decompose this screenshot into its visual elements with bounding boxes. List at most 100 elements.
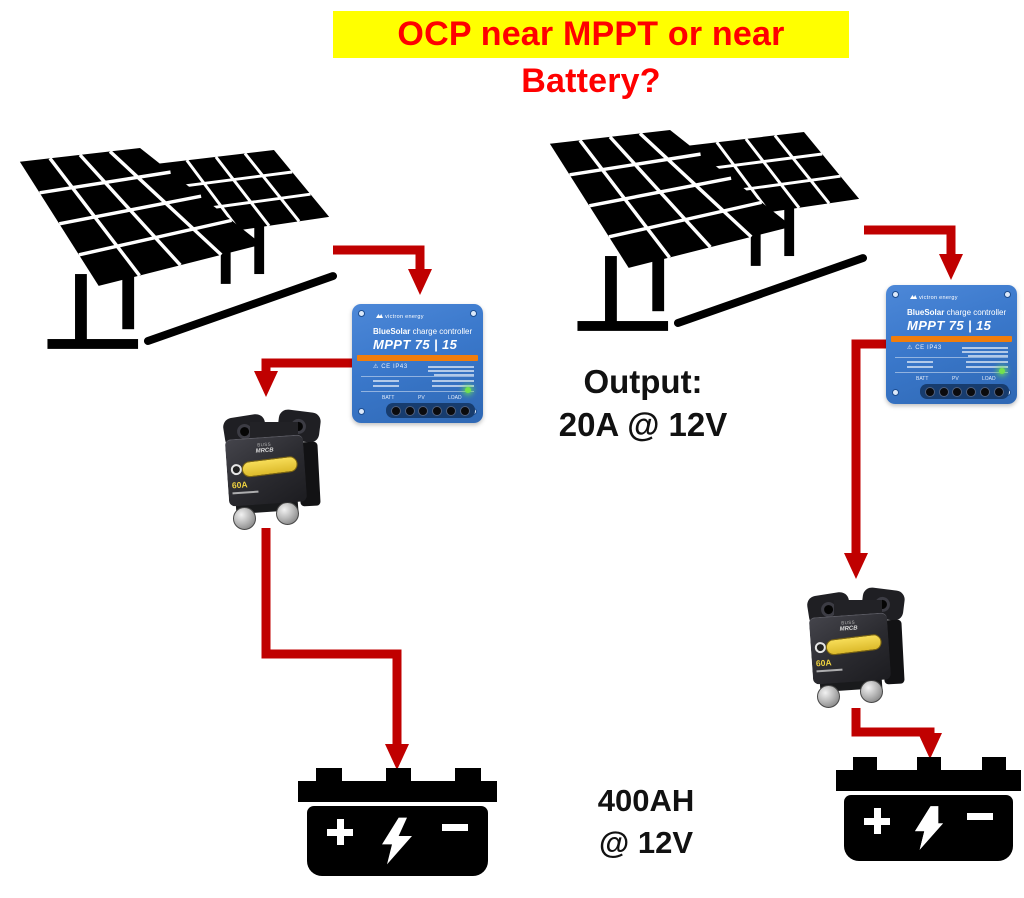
battery-terminal-icon xyxy=(385,768,412,781)
plus-terminal-icon xyxy=(864,808,891,834)
terminal-labels: BATT PV LOAD xyxy=(352,395,483,401)
spec-text-line xyxy=(428,370,474,372)
panel-front xyxy=(19,147,263,286)
battery-top-bar xyxy=(298,781,497,802)
battery-terminal-icon xyxy=(982,757,1007,770)
spec-text-line xyxy=(907,366,933,368)
battery-terminals xyxy=(298,768,497,781)
terminal-screw-icon xyxy=(952,386,963,397)
minus-terminal-icon xyxy=(966,813,993,820)
battery-terminal-icon xyxy=(852,757,877,770)
status-led xyxy=(999,368,1005,374)
battery-terminal-icon xyxy=(917,757,942,770)
battery-right xyxy=(836,757,1021,861)
lightning-bolt-icon xyxy=(382,817,413,865)
breaker-lever xyxy=(824,633,883,657)
breaker-rating: 60A xyxy=(815,657,832,669)
spec-text-line xyxy=(962,347,1008,349)
panel-front xyxy=(549,129,793,268)
battery-top-bar xyxy=(836,770,1021,791)
batt-label: BATT xyxy=(382,395,395,401)
screw-icon xyxy=(358,310,365,317)
spec-text-line xyxy=(373,380,399,382)
output-value: 20A @ 12V xyxy=(558,406,728,443)
solar-panel-icon xyxy=(19,147,337,349)
lightning-bolt-icon xyxy=(914,806,943,850)
certification-marks: ⚠ CE IP43 xyxy=(373,364,408,370)
screw-icon xyxy=(892,389,899,396)
terminal-screw-icon xyxy=(993,386,1004,397)
terminal-strip xyxy=(920,384,1009,399)
battery-capacity: 400AH xyxy=(597,783,695,818)
terminal-screw-icon xyxy=(432,405,443,416)
orange-stripe xyxy=(357,355,478,361)
terminal-stud-icon xyxy=(233,507,256,530)
circuit-breaker-right: BUSS MRCB 60A xyxy=(805,586,906,708)
terminal-screw-icon xyxy=(938,386,949,397)
breaker-face: BUSS MRCB 60A xyxy=(808,612,892,685)
divider xyxy=(895,372,1008,373)
victron-brand: victron energy xyxy=(376,314,424,320)
battery-annotation: 400AH @ 12V xyxy=(576,780,716,864)
plus-terminal-icon xyxy=(326,819,353,845)
terminal-screw-icon xyxy=(418,405,429,416)
wire-mppt-to-breaker-right xyxy=(844,339,886,579)
spec-text-line xyxy=(966,361,1008,363)
spec-text-line xyxy=(432,380,474,382)
certification-marks: ⚠ CE IP43 xyxy=(907,345,942,351)
load-label: LOAD xyxy=(982,376,996,382)
terminal-screw-icon xyxy=(979,386,990,397)
divider xyxy=(361,376,474,377)
circuit-breaker-left: BUSS MRCB 60A xyxy=(221,408,322,530)
terminal-screw-icon xyxy=(404,405,415,416)
batt-label: BATT xyxy=(916,376,929,382)
spec-text-line xyxy=(907,361,933,363)
output-label: Output: xyxy=(583,363,703,400)
solar-array-left xyxy=(19,147,337,349)
screw-icon xyxy=(358,408,365,415)
terminal-screw-icon xyxy=(390,405,401,416)
spec-text-line xyxy=(962,351,1008,353)
spec-text-line xyxy=(428,366,474,368)
orange-stripe xyxy=(891,336,1012,342)
terminal-strip xyxy=(386,403,475,418)
mppt-controller-right: victron energy BlueSolar charge controll… xyxy=(886,285,1017,404)
reset-button-icon xyxy=(814,641,827,654)
screw-icon xyxy=(470,310,477,317)
battery-body xyxy=(844,795,1013,861)
victron-logo-icon xyxy=(910,295,917,299)
pv-label: PV xyxy=(952,376,959,382)
output-annotation: Output: 20A @ 12V xyxy=(540,360,746,446)
reset-button-icon xyxy=(230,463,243,476)
solar-panel-icon xyxy=(549,129,867,331)
terminal-screw-icon xyxy=(924,386,935,397)
terminal-labels: BATT PV LOAD xyxy=(886,376,1017,382)
battery-left xyxy=(298,768,497,876)
battery-body xyxy=(306,806,489,876)
wire-solar-to-mppt-right xyxy=(864,225,963,280)
battery-terminal-icon xyxy=(455,768,482,781)
spec-text-line xyxy=(968,355,1008,357)
battery-terminal-icon xyxy=(315,768,342,781)
product-name: BlueSolar charge controller xyxy=(907,308,1007,317)
victron-logo-icon xyxy=(376,314,383,318)
battery-terminals xyxy=(836,757,1021,770)
terminal-screw-icon xyxy=(445,405,456,416)
wire-mppt-to-breaker-left xyxy=(254,358,354,397)
breaker-rating: 60A xyxy=(231,479,248,491)
breaker-fine-print xyxy=(816,668,843,673)
terminal-stud-icon xyxy=(276,502,299,525)
terminal-stud-icon xyxy=(860,680,883,703)
wire-solar-to-mppt-left xyxy=(333,245,432,295)
mppt-controller-left: victron energy BlueSolar charge controll… xyxy=(352,304,483,423)
status-led xyxy=(465,387,471,393)
pv-label: PV xyxy=(418,395,425,401)
divider xyxy=(895,357,1008,358)
breaker-face: BUSS MRCB 60A xyxy=(224,434,308,507)
breaker-lever xyxy=(240,455,299,479)
minus-terminal-icon xyxy=(442,824,469,831)
breaker-fine-print xyxy=(232,490,259,495)
spec-text-line xyxy=(966,366,1008,368)
